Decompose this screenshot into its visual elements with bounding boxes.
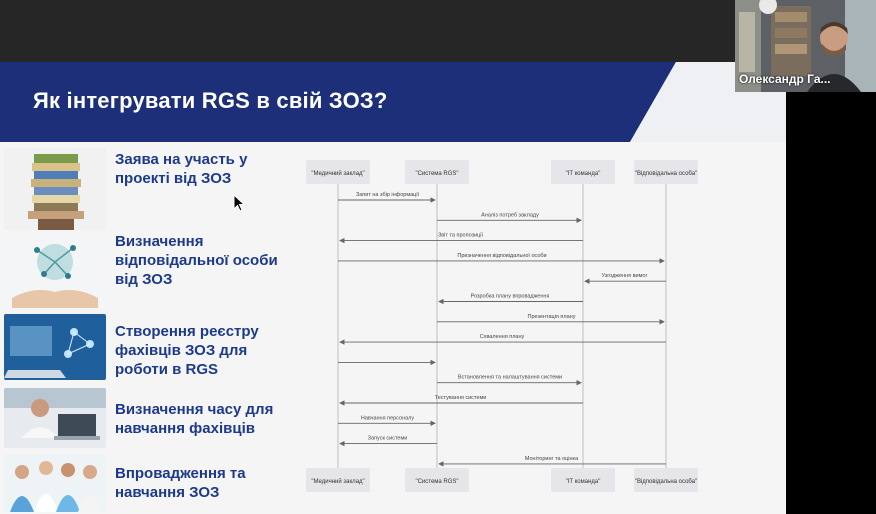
meeting-top-bar (0, 0, 876, 62)
message-label: Звіт та пропозиції (438, 233, 484, 239)
participant-video-feed (735, 0, 876, 92)
message-label: Запуск системи (368, 436, 408, 442)
video-panel-background (786, 92, 876, 514)
participant-name: Олександр Га... (739, 72, 831, 86)
actor-box (405, 468, 469, 492)
actor-box (551, 160, 615, 184)
message-label: Встановлення та налаштування системи (458, 375, 562, 381)
message-label: Аналіз потреб закладу (481, 212, 539, 218)
actor-box (306, 468, 370, 492)
actor-label-bottom: "Медичний заклад" (311, 478, 364, 485)
message-label: Презентація плану (528, 314, 576, 320)
actor-box (634, 468, 698, 492)
step-label: Заява на участь у проекті від ЗОЗ (115, 151, 248, 187)
message-label: Узгодження вимог (602, 273, 648, 279)
actor-box (634, 160, 698, 184)
actor-label-top: "Відповідальна особа" (635, 171, 697, 177)
message-label: Розробка плану впровадження (471, 294, 550, 300)
actor-label-top: "Медичний заклад" (311, 170, 364, 177)
sequence-diagram: "Медичний заклад" "Медичний заклад" "Систе… (306, 160, 698, 492)
medical-team-image (4, 454, 106, 512)
actor-box (306, 160, 370, 184)
message-label: Моніторинг та оцінка (525, 456, 579, 462)
message-label: Тестування системи (435, 395, 487, 401)
documents-stack-image (4, 148, 106, 230)
presentation-slide: Як інтегрувати RGS в свій ЗОЗ? Заява на … (0, 62, 786, 514)
hands-network-image (4, 234, 106, 308)
actor-box (405, 160, 469, 184)
laptop-network-image (4, 314, 106, 380)
step-label: Впровадження та навчання ЗОЗ (115, 465, 246, 501)
mouse-cursor-icon (233, 194, 245, 212)
step-label: Визначення відповідальної особи від ЗОЗ (115, 233, 278, 288)
step-label: Визначення часу для навчання фахівців (115, 401, 274, 437)
actor-label-bottom: "Відповідальна особа" (635, 479, 697, 485)
message-label: Запит на збір інформації (356, 192, 420, 198)
actor-box (551, 468, 615, 492)
actor-label-bottom: "Система RGS" (415, 479, 458, 485)
message-label: Призначення відповідальної особи (457, 253, 546, 259)
actor-label-bottom: "IT команда" (566, 479, 601, 485)
message-label: Навчання персоналу (361, 415, 414, 421)
step-label: Створення реєстру фахівців ЗОЗ для робот… (115, 323, 259, 378)
doctor-laptop-image (4, 388, 106, 448)
slide-title: Як інтегрувати RGS в свій ЗОЗ? (33, 88, 388, 113)
actor-label-top: "IT команда" (566, 171, 601, 177)
participant-video-tile[interactable]: Олександр Га... (735, 0, 876, 92)
actor-label-top: "Система RGS" (415, 171, 458, 177)
message-label: Схвалення плану (480, 334, 525, 340)
